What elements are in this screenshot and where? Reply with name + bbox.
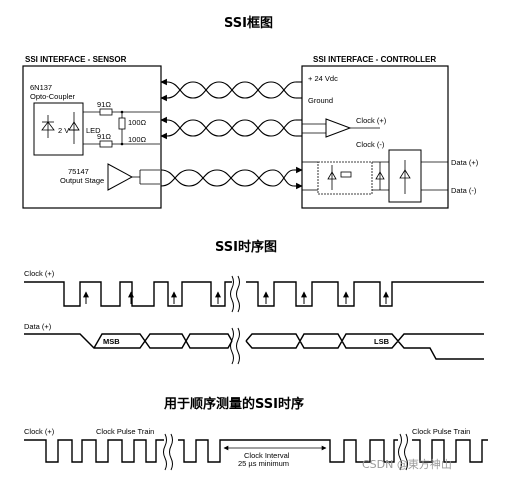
controller-interface-box: SSI INTERFACE - CONTROLLER + 24 Vdc Grou… bbox=[301, 55, 479, 209]
timing-data-label: Data (+) bbox=[24, 322, 52, 331]
interval-min-label: 25 µs minimum bbox=[238, 459, 289, 468]
measurement-timing-title: 用于顺序测量的SSI时序 bbox=[164, 397, 304, 412]
sequential-timing-diagram: Clock (+) Clock Pulse Train Clock Pulse … bbox=[24, 427, 488, 471]
clock-edge-arrows bbox=[83, 291, 389, 304]
data-waveform bbox=[24, 333, 484, 360]
clock-waveform bbox=[24, 281, 484, 307]
data-plus-label: Data (+) bbox=[451, 158, 479, 167]
optocoupler-label: Opto-Coupler bbox=[30, 92, 76, 101]
twisted-pair-cables bbox=[160, 78, 303, 190]
output-stage-part: 75147 bbox=[68, 167, 89, 176]
zener-voltage: 2 V bbox=[58, 126, 69, 135]
watermark: CSDN @東方神山 bbox=[362, 458, 452, 471]
measure-clock-label: Clock (+) bbox=[24, 427, 55, 436]
clock-driver-icon bbox=[325, 118, 352, 138]
pulse-train-label-1: Clock Pulse Train bbox=[96, 427, 154, 436]
r3-value: 100Ω bbox=[128, 118, 147, 127]
output-stage-label: Output Stage bbox=[60, 176, 104, 185]
optocoupler-part: 6N137 bbox=[30, 83, 52, 92]
data-minus-label: Data (-) bbox=[451, 186, 477, 195]
block-diagram-title: SSI框图 bbox=[224, 16, 273, 31]
vdc-label: + 24 Vdc bbox=[308, 74, 338, 83]
clock-plus-label: Clock (+) bbox=[356, 116, 387, 125]
controller-header: SSI INTERFACE - CONTROLLER bbox=[313, 55, 436, 64]
resistor-r2 bbox=[99, 140, 113, 148]
r2-value: 91Ω bbox=[97, 132, 111, 141]
interval-label: Clock Interval bbox=[244, 451, 290, 460]
r1-value: 91Ω bbox=[97, 100, 111, 109]
ground-label: Ground bbox=[308, 96, 333, 105]
led-label: LED bbox=[86, 126, 101, 135]
sensor-header: SSI INTERFACE - SENSOR bbox=[25, 55, 127, 64]
pulse-train-label-2: Clock Pulse Train bbox=[412, 427, 470, 436]
sensor-interface-box: SSI INTERFACE - SENSOR 6N137 Opto-Couple… bbox=[22, 55, 162, 209]
resistor-r1 bbox=[99, 108, 113, 116]
lsb-label: LSB bbox=[374, 337, 390, 346]
measure-clock-waveform bbox=[24, 439, 488, 463]
timing-diagram-title: SSI时序图 bbox=[215, 240, 277, 255]
r4-value: 100Ω bbox=[128, 135, 147, 144]
ssi-timing-diagram: Clock (+) Data (+) MSB LSB bbox=[24, 269, 484, 365]
output-driver-icon bbox=[107, 163, 134, 191]
timing-clock-label: Clock (+) bbox=[24, 269, 55, 278]
msb-label: MSB bbox=[103, 337, 120, 346]
clock-minus-label: Clock (-) bbox=[356, 140, 385, 149]
